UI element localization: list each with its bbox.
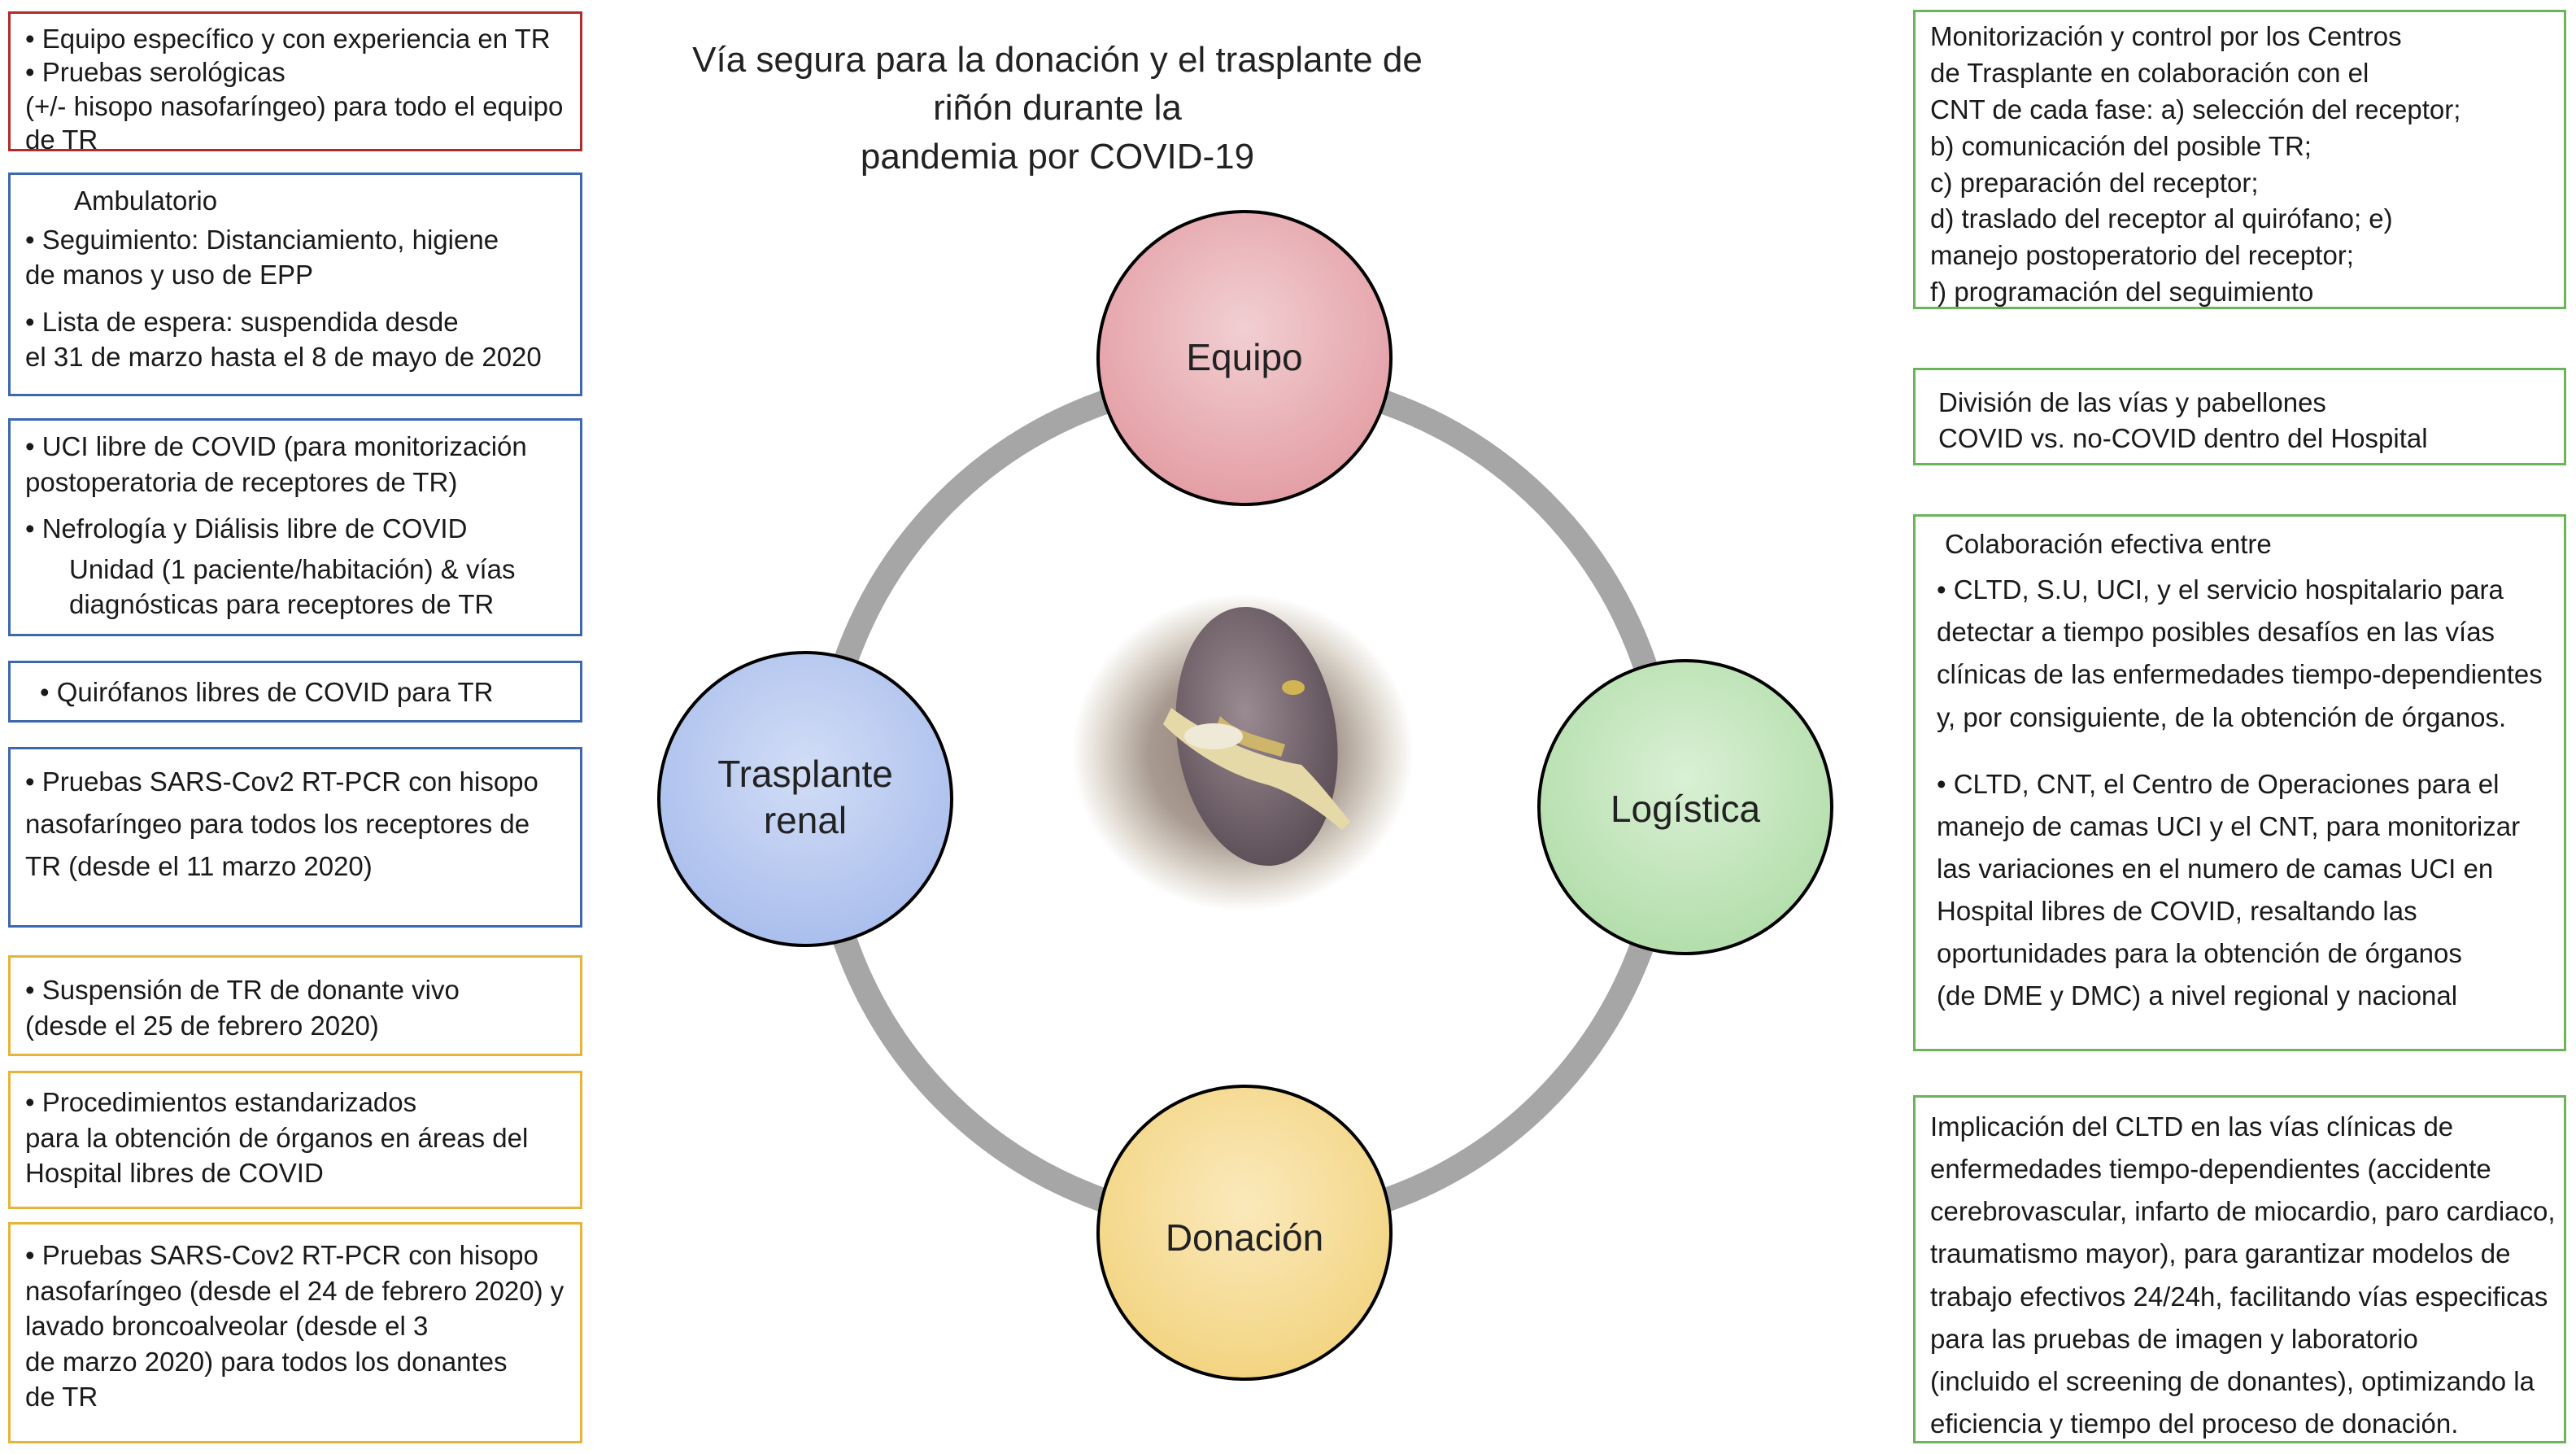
left-box-2-line: de manos y uso de EPP	[25, 260, 314, 290]
left-box-donante-vivo: • Suspensión de TR de donante vivo (desd…	[8, 955, 582, 1056]
node-trasplante-circle	[657, 651, 953, 947]
right-box-1-line: f) programación del seguimiento	[1930, 277, 2314, 308]
left-box-5-line: TR (desde el 11 marzo 2020)	[25, 851, 373, 882]
right-box-3-line: clínicas de las enfermedades tiempo-depe…	[1937, 659, 2543, 690]
right-box-1-line: Monitorización y control por los Centros	[1930, 21, 2402, 51]
right-box-4-line: eficiencia y tiempo del proceso de donac…	[1930, 1408, 2459, 1439]
left-box-ambulatorio: Ambulatorio • Seguimiento: Distanciamien…	[8, 172, 582, 396]
left-box-8-line: lavado broncoalveolar (desde el 3	[25, 1311, 429, 1342]
colaboracion-heading: Colaboración efectiva entre	[1945, 529, 2272, 559]
left-box-3-line: • Nefrología y Diálisis libre de COVID	[25, 513, 468, 544]
right-box-3-line: (de DME y DMC) a nivel regional y nacion…	[1937, 980, 2458, 1011]
right-box-division-vias: División de las vías y pabellones COVID …	[1913, 368, 2566, 465]
left-box-6-line: (desde el 25 de febrero 2020)	[25, 1010, 379, 1041]
left-box-3-line: • UCI libre de COVID (para monitorizació…	[25, 431, 527, 461]
ambulatorio-heading: Ambulatorio	[74, 186, 218, 216]
left-box-8-line: • Pruebas SARS-Cov2 RT-PCR con hisopo	[25, 1240, 538, 1270]
right-box-3-line: detectar a tiempo posibles desafíos en l…	[1937, 617, 2495, 648]
left-box-2-line: • Lista de espera: suspendida desde	[25, 306, 459, 337]
left-box-5-line: nasofaríngeo para todos los receptores d…	[25, 809, 530, 840]
left-box-1-line: (+/- hisopo nasofaríngeo) para todo el e…	[25, 90, 564, 121]
node-donacion-label: Donación	[1098, 1206, 1391, 1271]
node-logistica-label: Logística	[1539, 777, 1832, 842]
title-line-2: pandemia por COVID-19	[860, 136, 1255, 177]
node-trasplante-label: Trasplante renal	[659, 749, 952, 846]
left-box-quirofanos: • Quirófanos libres de COVID para TR	[8, 661, 582, 723]
logistica-label-text: Logística	[1610, 788, 1761, 831]
right-box-3-line: y, por consiguiente, de la obtención de …	[1937, 701, 2507, 732]
donacion-label-text: Donación	[1165, 1216, 1324, 1260]
right-box-1-line: manejo postoperatorio del receptor;	[1930, 240, 2354, 271]
right-box-1-line: de Trasplante en colaboración con el	[1930, 57, 2369, 88]
left-box-2-line: el 31 de marzo hasta el 8 de mayo de 202…	[25, 342, 542, 373]
left-box-3-line: Unidad (1 paciente/habitación) & vías	[69, 553, 516, 584]
left-box-7-line: para la obtención de órganos en áreas de…	[25, 1122, 529, 1153]
trasplante-label-line-2: renal	[763, 799, 848, 841]
right-box-4-line: para las pruebas de imagen y laboratorio	[1930, 1323, 2418, 1354]
right-box-1-line: c) preparación del receptor;	[1930, 167, 2259, 198]
left-box-procedimientos: • Procedimientos estandarizados para la …	[8, 1071, 582, 1209]
right-box-4-line: trabajo efectivos 24/24h, facilitando ví…	[1930, 1281, 2548, 1312]
node-donacion-circle	[1096, 1085, 1393, 1381]
left-box-3-line: postoperatoria de receptores de TR)	[25, 466, 458, 497]
left-box-uci: • UCI libre de COVID (para monitorizació…	[8, 418, 582, 636]
right-box-1-line: CNT de cada fase: a) selección del recep…	[1930, 94, 2461, 124]
left-box-4-line: • Quirófanos libres de COVID para TR	[40, 677, 494, 707]
left-box-8-line: nasofaríngeo (desde el 24 de febrero 202…	[25, 1275, 564, 1306]
trasplante-label-line-1: Trasplante	[717, 752, 893, 795]
right-box-4-line: Implicación del CLTD en las vías clínica…	[1930, 1111, 2454, 1142]
title-line-1: Vía segura para la donación y el traspla…	[692, 40, 1423, 129]
left-box-3-line: diagnósticas para receptores de TR	[69, 589, 495, 620]
node-equipo-label: Equipo	[1098, 325, 1391, 391]
left-box-8-line: de TR	[25, 1382, 98, 1413]
diagram-title: Vía segura para la donación y el traspla…	[651, 36, 1464, 181]
right-box-implicacion-cltd: Implicación del CLTD en las vías clínica…	[1913, 1095, 2566, 1443]
right-box-colaboracion: Colaboración efectiva entre • CLTD, S.U,…	[1913, 514, 2566, 1051]
left-box-5-line: • Pruebas SARS-Cov2 RT-PCR con hisopo	[25, 766, 538, 797]
kidney-photo	[1072, 594, 1414, 911]
right-box-1-line: d) traslado del receptor al quirófano; e…	[1930, 203, 2393, 234]
right-box-3-line: oportunidades para la obtención de órgan…	[1937, 938, 2462, 969]
right-box-3-line: manejo de camas UCI y el CNT, para monit…	[1937, 810, 2521, 841]
left-box-1-line: de TR	[25, 124, 98, 155]
left-box-equipo: • Equipo específico y con experiencia en…	[8, 11, 582, 155]
right-box-3-line: • CLTD, S.U, UCI, y el servicio hospital…	[1937, 574, 2504, 605]
left-box-pruebas-receptores: • Pruebas SARS-Cov2 RT-PCR con hisopo na…	[8, 747, 582, 928]
right-box-3-line: las variaciones en el numero de camas UC…	[1937, 853, 2494, 884]
right-box-4-line: enfermedades tiempo-dependientes (accide…	[1930, 1154, 2491, 1185]
left-box-6-line: • Suspensión de TR de donante vivo	[25, 975, 460, 1005]
right-box-2-line: COVID vs. no-COVID dentro del Hospital	[1938, 422, 2428, 453]
node-equipo-circle	[1096, 210, 1393, 506]
left-box-pruebas-donantes: • Pruebas SARS-Cov2 RT-PCR con hisopo na…	[8, 1222, 582, 1443]
left-box-1-line: • Pruebas serológicas	[25, 57, 285, 88]
right-box-3-line: Hospital libres de COVID, resaltando las	[1937, 896, 2417, 926]
right-box-monitorizacion: Monitorización y control por los Centros…	[1913, 10, 2566, 309]
right-box-2-line: División de las vías y pabellones	[1938, 387, 2326, 417]
left-box-2-line: • Seguimiento: Distanciamiento, higiene	[25, 224, 499, 255]
right-box-4-line: traumatismo mayor), para garantizar mode…	[1930, 1238, 2511, 1269]
right-box-3-line: • CLTD, CNT, el Centro de Operaciones pa…	[1937, 768, 2500, 799]
left-box-8-line: de marzo 2020) para todos los donantes	[25, 1346, 508, 1377]
left-box-7-line: Hospital libres de COVID	[25, 1158, 324, 1189]
node-logistica-circle	[1537, 659, 1833, 955]
right-box-4-line: (incluido el screening de donantes), opt…	[1930, 1365, 2535, 1396]
equipo-label-text: Equipo	[1186, 336, 1303, 379]
left-box-7-line: • Procedimientos estandarizados	[25, 1087, 417, 1117]
right-box-1-line: b) comunicación del posible TR;	[1930, 130, 2312, 161]
left-box-1-line: • Equipo específico y con experiencia en…	[25, 24, 551, 54]
right-box-4-line: cerebrovascular, infarto de miocardio, p…	[1930, 1196, 2556, 1227]
